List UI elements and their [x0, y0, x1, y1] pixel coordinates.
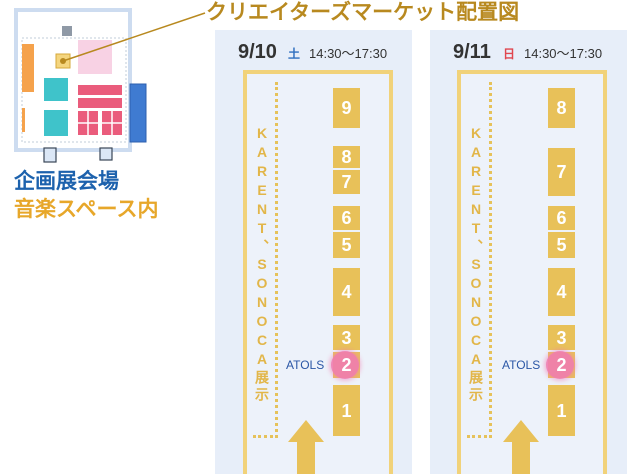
panel-date: 9/11: [453, 41, 491, 63]
booth-number: 8: [341, 147, 352, 167]
day-panel-0910: 9/10 土 14:30〜17:30 KARENT、SONOCA展示 9 8 7…: [215, 30, 412, 474]
highlight-label: ATOLS: [286, 358, 325, 372]
thumb-entrance-tab: [99, 147, 113, 161]
panel-weekday: 土: [288, 47, 301, 61]
booth-7: 7: [548, 148, 575, 196]
page-title: クリエイターズマーケット配置図: [206, 1, 520, 24]
booth-number: 5: [556, 235, 567, 255]
panel-hours: 14:30〜17:30: [309, 46, 388, 61]
booth-3: 3: [333, 325, 360, 350]
exhibit-boundary-dotted: [467, 82, 492, 438]
panel-hours: 14:30〜17:30: [524, 46, 603, 61]
booth-7: 7: [333, 170, 360, 194]
booth-number: 6: [556, 208, 567, 228]
thumb-teal-block: [44, 110, 68, 136]
booth-4: 4: [548, 268, 575, 316]
thumb-entrance-tab: [43, 147, 57, 163]
booth-9: 9: [333, 88, 360, 128]
booth-6: 6: [333, 206, 360, 230]
booth-number: 4: [556, 282, 567, 302]
booth-number: 8: [556, 98, 567, 118]
booth-8: 8: [333, 146, 360, 168]
booth-number: 7: [556, 162, 567, 182]
booth-5: 5: [333, 232, 360, 258]
booth-number: 4: [341, 282, 352, 302]
booth-number: 1: [556, 400, 567, 421]
booth-number: 2: [341, 355, 352, 375]
booth-6: 6: [548, 206, 575, 230]
thumb-top-block: [62, 26, 72, 36]
booth-1: 1: [333, 385, 360, 436]
thumb-red-block: [78, 85, 122, 95]
circle-marker-icon: [331, 351, 359, 379]
venue-hall-label: 企画展会場: [14, 170, 119, 193]
thumb-pink-area: [78, 40, 112, 74]
floorplan-icon: [14, 8, 147, 163]
booth-1: 1: [548, 385, 575, 436]
booth-area-outline: [243, 70, 393, 474]
panel-weekday: 日: [503, 47, 516, 61]
booth-4: 4: [333, 268, 360, 316]
exhibit-label: KARENT、SONOCA展示: [254, 125, 270, 404]
booth-number: 6: [341, 208, 352, 228]
arrow-up-icon: [288, 420, 324, 474]
booth-area-outline: [457, 70, 607, 474]
arrow-up-icon: [503, 420, 539, 474]
thumb-red-block: [78, 98, 122, 108]
highlight-label: ATOLS: [502, 358, 541, 372]
exhibit-boundary-dotted: [253, 82, 278, 438]
booth-3: 3: [548, 325, 575, 350]
booth-number: 7: [341, 172, 352, 192]
thumb-orange-strip: [22, 108, 25, 132]
booth-8: 8: [548, 88, 575, 128]
booth-number: 2: [556, 355, 567, 375]
thumb-teal-block: [44, 78, 68, 101]
venue-area-label: 音楽スペース内: [14, 198, 159, 221]
day-panel-0911: 9/11 日 14:30〜17:30 KARENT、SONOCA展示 8 7 6…: [430, 30, 627, 474]
booth-5: 5: [548, 232, 575, 258]
thumb-blue-block: [129, 83, 147, 143]
booth-number: 1: [341, 400, 352, 421]
booth-number: 9: [341, 98, 352, 118]
thumb-orange-block: [22, 44, 34, 92]
booth-number: 3: [341, 327, 352, 348]
booth-number: 3: [556, 327, 567, 348]
booth-number: 5: [341, 235, 352, 255]
circle-marker-icon: [546, 351, 574, 379]
thumb-location-dot: [60, 58, 66, 64]
exhibit-label: KARENT、SONOCA展示: [468, 125, 484, 404]
panel-date: 9/10: [238, 41, 277, 63]
